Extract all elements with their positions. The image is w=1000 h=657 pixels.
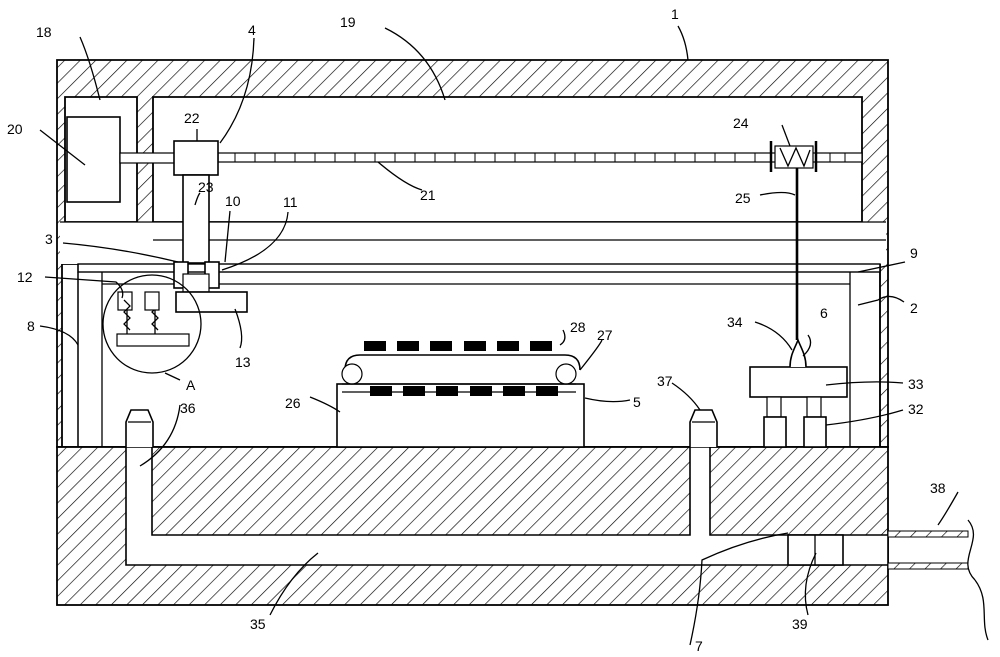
label-35: 35 [250,616,266,632]
hook-34 [789,337,807,368]
part-labels: 1 2 3 4 5 6 7 8 9 10 11 12 13 18 19 20 2… [7,6,946,654]
foot-right [803,416,827,448]
label-10: 10 [225,193,241,209]
label-5: 5 [633,394,641,410]
roller-left [341,363,363,385]
motor-20 [66,116,121,203]
label-6: 6 [820,305,828,321]
label-18: 18 [36,24,52,40]
label-32: 32 [908,401,924,417]
detail-circle-a [102,274,202,374]
label-28: 28 [570,319,586,335]
base-block [56,446,889,606]
outlet-pipe [887,530,969,538]
motor-shaft [119,152,176,164]
label-34: 34 [727,314,743,330]
spring-box-right [144,291,160,311]
label-4: 4 [248,22,256,38]
label-37: 37 [657,373,673,389]
label-A: A [186,377,196,393]
nozzle-36 [125,409,154,447]
label-1: 1 [671,6,679,22]
nozzle-37 [689,409,718,447]
label-11: 11 [283,194,298,210]
label-22: 22 [184,110,200,126]
leader-lines [39,25,959,646]
label-2: 2 [910,300,918,316]
slider-22 [173,140,219,176]
spool-24 [774,145,814,169]
roller-right [555,363,577,385]
leg-left [766,396,782,418]
foot-left [763,416,787,448]
label-38: 38 [930,480,946,496]
workpieces-bottom [370,386,558,396]
label-25: 25 [735,190,751,206]
rod-23 [182,174,210,264]
label-33: 33 [908,376,924,392]
label-3: 3 [45,231,53,247]
label-12: 12 [17,269,33,285]
inner-frame-top [77,263,881,273]
press-block-33 [749,366,848,398]
label-9: 9 [910,245,918,261]
label-13: 13 [235,354,251,370]
label-23: 23 [198,179,214,195]
label-24: 24 [733,115,749,131]
label-19: 19 [340,14,356,30]
screw-threads [234,153,846,162]
leg-right [806,396,822,418]
label-8: 8 [27,318,35,334]
label-20: 20 [7,121,23,137]
label-39: 39 [792,616,808,632]
cleaning-plate [116,333,190,347]
plate-13 [175,291,248,313]
workpieces-top [364,341,552,351]
label-7: 7 [695,638,703,654]
label-27: 27 [597,327,613,343]
label-26: 26 [285,395,301,411]
label-36: 36 [180,400,196,416]
outlet-pipe-bottom [887,562,969,570]
label-21: 21 [420,187,436,203]
